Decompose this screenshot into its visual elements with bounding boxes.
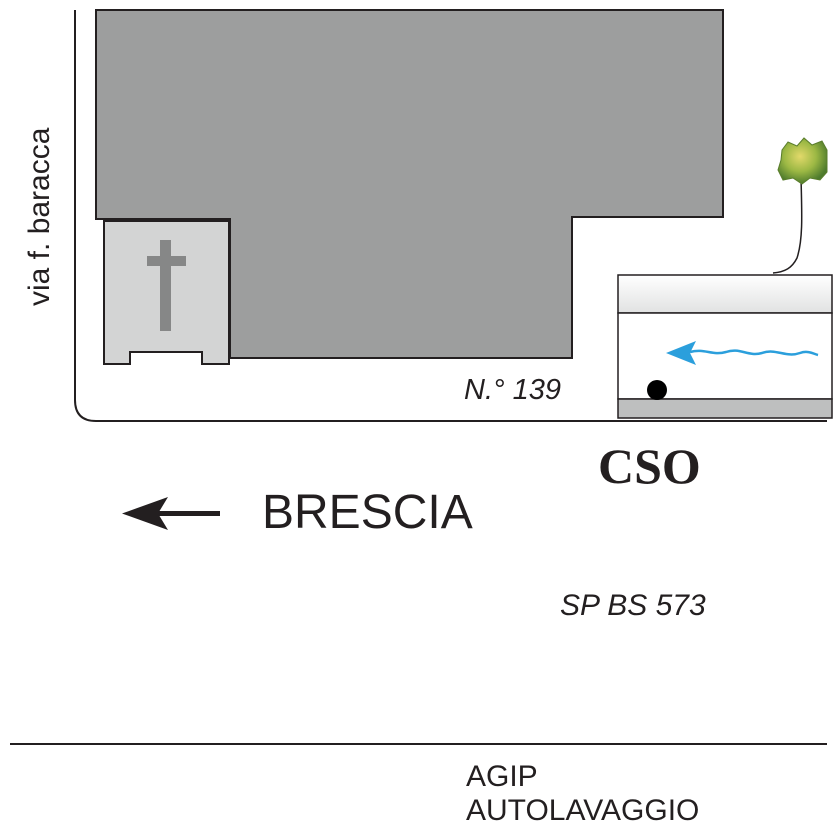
direction-arrow-left-icon (122, 497, 220, 530)
house-number-label: N.° 139 (464, 374, 562, 406)
station-base (617, 398, 833, 419)
poi-label-car-wash: AUTOLAVAGGIO (466, 794, 700, 827)
church-cross-icon (147, 240, 186, 331)
poi-label-agip: AGIP (466, 760, 538, 793)
main-road-label: CSO (598, 438, 701, 494)
tree-icon (772, 137, 828, 274)
building (95, 9, 724, 359)
route-code-label: SP BS 573 (560, 589, 706, 622)
block-outline (74, 10, 827, 422)
direction-label: BRESCIA (262, 486, 473, 539)
station-canopy (617, 274, 833, 314)
location-dot-icon (647, 380, 667, 400)
water-arrow-icon (666, 341, 819, 365)
street-label-via-baracca: via f. baracca (23, 127, 56, 306)
